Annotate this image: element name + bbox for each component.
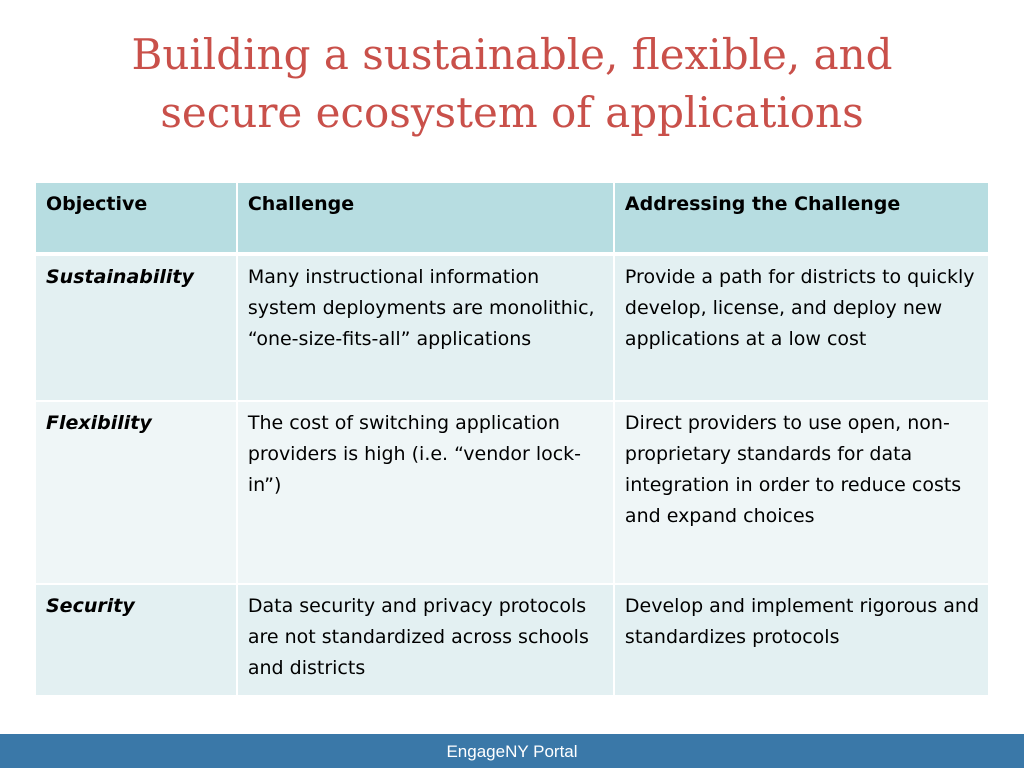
table-row: Security Data security and privacy proto… [34, 583, 991, 697]
objectives-table: Objective Challenge Addressing the Chall… [34, 181, 991, 697]
addressing-cell: Provide a path for districts to quickly … [612, 253, 991, 402]
objective-cell: Security [34, 583, 238, 697]
table-header-row: Objective Challenge Addressing the Chall… [34, 181, 991, 256]
objective-cell: Sustainability [34, 253, 238, 402]
slide-title-line-2: secure ecosystem of applications [160, 88, 864, 137]
table-row: Sustainability Many instructional inform… [34, 253, 991, 402]
footer-text: EngageNY Portal [446, 742, 578, 761]
addressing-cell: Develop and implement rigorous and stand… [612, 583, 991, 697]
table-row: Flexibility The cost of switching applic… [34, 400, 991, 585]
slide-title: Building a sustainable, flexible, and se… [40, 26, 984, 142]
challenge-cell: Many instructional information system de… [235, 253, 615, 402]
objective-cell: Flexibility [34, 400, 238, 585]
footer-bar: EngageNY Portal [0, 734, 1024, 768]
header-objective: Objective [34, 181, 238, 256]
slide-title-line-1: Building a sustainable, flexible, and [131, 30, 893, 79]
header-challenge: Challenge [235, 181, 615, 256]
challenge-cell: Data security and privacy protocols are … [235, 583, 615, 697]
header-addressing: Addressing the Challenge [612, 181, 991, 256]
addressing-cell: Direct providers to use open, non-propri… [612, 400, 991, 585]
challenge-cell: The cost of switching application provid… [235, 400, 615, 585]
